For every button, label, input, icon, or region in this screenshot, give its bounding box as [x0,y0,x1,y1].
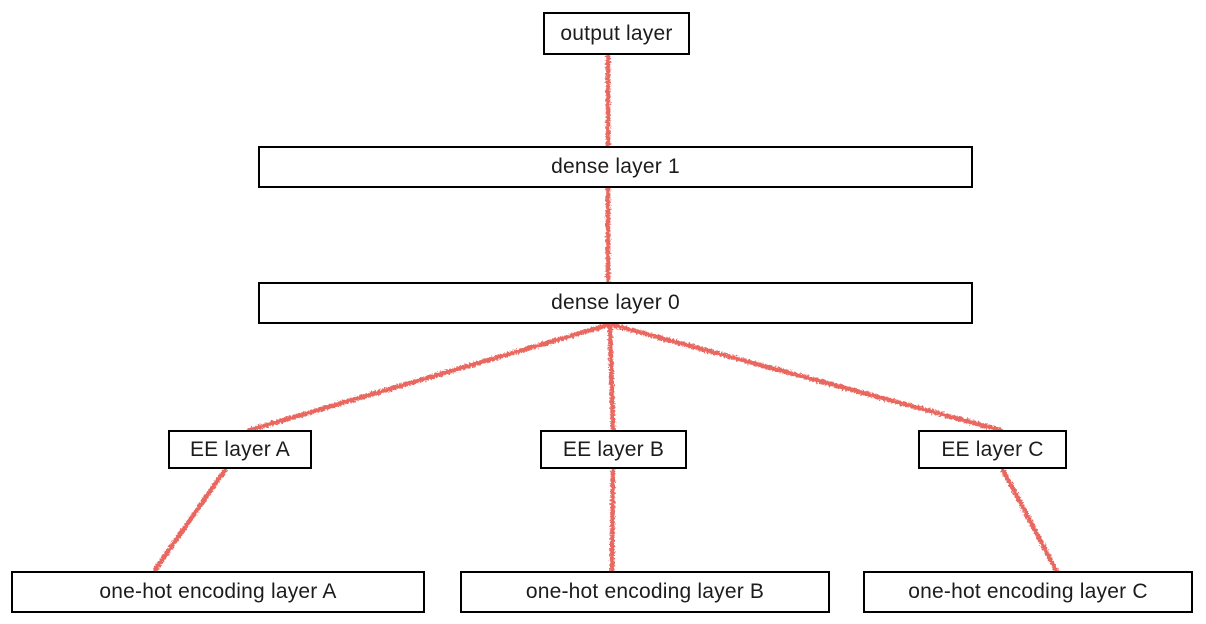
node-label-one-hot-encoding-layer-b: one-hot encoding layer B [525,580,765,603]
edge-fuzz-dense-layer-0-to-ee-layer-c [613,324,1002,431]
edge-dense-layer-0-to-ee-layer-a [247,322,611,433]
node-ee-layer-c: EE layer C [918,430,1067,469]
node-label-ee-layer-a: EE layer A [189,437,291,461]
node-dense-layer-0: dense layer 0 [258,282,973,324]
node-label-ee-layer-b: EE layer B [562,437,665,461]
node-label-one-hot-encoding-layer-c: one-hot encoding layer C [908,580,1148,603]
edge-dense-layer-0-to-ee-layer-c [610,322,1003,433]
edge-ee-layer-c-to-one-hot-encoding-layer-c [1000,467,1059,573]
node-one-hot-encoding-layer-b: one-hot encoding layer B [460,571,830,613]
node-label-dense-layer-0: dense layer 0 [551,291,680,314]
edge-fuzz-dense-layer-0-to-ee-layer-b [610,324,615,431]
edge-ee-layer-a-to-one-hot-encoding-layer-a [152,467,228,573]
node-label-dense-layer-1: dense layer 1 [551,155,680,178]
edge-fuzz-ee-layer-a-to-one-hot-encoding-layer-a [155,469,227,571]
node-label-ee-layer-c: EE layer C [941,437,1044,461]
edge-dense-layer-0-to-ee-layer-b [607,322,616,433]
node-dense-layer-1: dense layer 1 [258,146,973,188]
node-output-layer: output layer [543,12,690,55]
node-ee-layer-b: EE layer B [540,430,687,469]
node-one-hot-encoding-layer-c: one-hot encoding layer C [863,571,1193,613]
edge-ee-layer-b-to-one-hot-encoding-layer-b [609,467,616,573]
edge-fuzz-dense-layer-0-to-ee-layer-a [250,324,610,431]
node-label-output-layer: output layer [560,21,673,45]
node-one-hot-encoding-layer-a: one-hot encoding layer A [11,571,425,613]
node-ee-layer-a: EE layer A [168,430,312,469]
edge-fuzz-ee-layer-b-to-one-hot-encoding-layer-b [612,469,615,571]
edge-fuzz-ee-layer-c-to-one-hot-encoding-layer-c [1003,469,1058,571]
node-label-one-hot-encoding-layer-a: one-hot encoding layer A [99,580,337,603]
